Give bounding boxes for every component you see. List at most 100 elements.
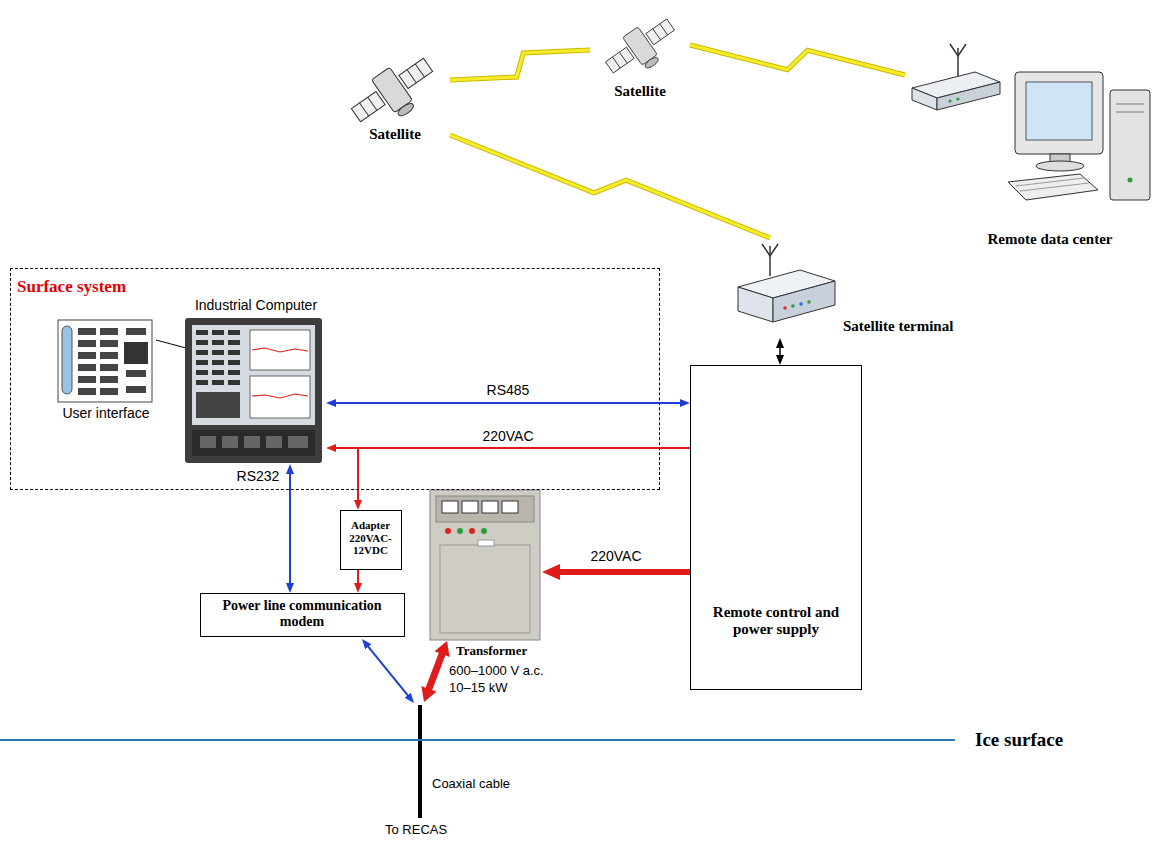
industrial-computer-photo-part: [212, 350, 224, 355]
signal-label: 220VAC: [480, 428, 535, 444]
user-interface-screenshot-part: [100, 376, 118, 383]
modem-box: Power line communication modem: [200, 593, 405, 637]
industrial-computer-photo-part: [196, 392, 240, 418]
node-label: Power line communication modem: [222, 598, 382, 630]
data-center-icon-part: [1020, 183, 1089, 191]
connector: [358, 448, 690, 507]
node-label: Adapter 220VAC-12VDC: [342, 519, 399, 557]
industrial-computer-photo-part: [200, 436, 216, 448]
satellite-terminal-icon: [738, 244, 835, 322]
satellite-icon-part: [407, 70, 416, 83]
data-center-icon-part: [1026, 82, 1092, 140]
user-interface-screenshot-part: [78, 376, 96, 383]
industrial-computer-photo-part: [212, 370, 224, 375]
connector-line: [357, 570, 359, 590]
transformer-photo-part: [436, 496, 534, 522]
node-label: Industrial Computer: [186, 297, 326, 313]
data-center-icon-part: [1110, 90, 1150, 200]
connector: [156, 340, 186, 348]
industrial-computer-photo-part: [252, 394, 308, 398]
transformer-photo-part: [469, 528, 475, 534]
satellite-icon-part: [605, 47, 634, 73]
industrial-computer-photo-part: [252, 348, 308, 352]
signal-label: RS232: [235, 468, 282, 484]
node-label: Remote control and power supply: [696, 604, 856, 639]
lightning-outline: [450, 135, 770, 238]
industrial-computer-photo-part: [192, 430, 315, 456]
industrial-computer-photo-part: [196, 360, 208, 365]
satellite-icon-part: [415, 64, 424, 77]
node-label: Satellite terminal: [843, 318, 978, 335]
satellite-icon-part: [351, 91, 385, 121]
node-label: Transformer: [456, 644, 542, 659]
user-interface-screenshot: [58, 320, 152, 402]
power-cable-arrows-part: [418, 705, 422, 818]
data-center-icon-part: [1015, 72, 1103, 154]
industrial-computer-photo-part: [228, 340, 240, 345]
satellite-terminal-icon-part: [807, 300, 811, 304]
free-label: 600–1000 V a.c.: [449, 664, 544, 679]
free-label: Ice surface: [975, 729, 1063, 751]
satellite-icon-part: [360, 103, 369, 116]
connector-line: [550, 569, 690, 575]
user-interface-screenshot-part: [78, 328, 96, 335]
user-interface-screenshot-part: [78, 388, 96, 395]
lightning-bolt: [450, 135, 770, 238]
user-interface-node: User interface: [56, 319, 156, 423]
free-label: Coaxial cable: [432, 777, 510, 792]
transformer-photo-part: [430, 490, 540, 640]
free-label: 10–15 kW: [449, 681, 508, 696]
node-label: Surface system: [17, 277, 217, 297]
industrial-computer-photo-part: [244, 436, 260, 448]
satellite-icon-part: [653, 29, 661, 40]
terminal-node: Satellite terminal: [733, 238, 978, 338]
satellite-icon-part: [660, 24, 668, 35]
industrial-computer-photo-part: [266, 436, 282, 448]
industrial-computer-photo-part: [196, 340, 208, 345]
satellite-icon-part: [619, 52, 627, 63]
satellite-terminal-icon-part: [762, 244, 778, 256]
user-interface-screenshot-part: [58, 320, 152, 402]
connector: [358, 570, 359, 590]
satellite-icon-part: [612, 57, 620, 68]
transformer-photo-part: [481, 528, 487, 534]
user-interface-screenshot-part: [126, 386, 146, 393]
signal-label: 220VAC: [588, 548, 643, 564]
satellite-node: Satellite: [340, 50, 450, 145]
power-cable-arrows-part: [421, 641, 449, 702]
data-center-icon-part: [957, 48, 959, 80]
adapter-box: Adapter 220VAC-12VDC: [340, 510, 402, 570]
industrial-computer-photo-part: [212, 380, 224, 385]
node-label: Remote data center: [945, 231, 1155, 248]
lightning-bolt: [450, 50, 590, 80]
industrial-computer-photo-part: [212, 340, 224, 345]
lightning-link: [450, 135, 770, 238]
user-interface-screenshot-part: [62, 326, 72, 394]
satellite-icon: [600, 11, 685, 87]
connector-line: [779, 341, 781, 362]
industrial-computer-photo-part: [288, 436, 308, 448]
industrial-computer-photo-part: [185, 318, 322, 463]
user-interface-screenshot-part: [124, 342, 148, 364]
satellite-terminal-icon-part: [769, 246, 771, 276]
satellite-icon-part: [643, 56, 659, 70]
transformer-node: Transformer: [428, 490, 542, 662]
industrial-computer-photo-part: [196, 350, 208, 355]
connector: [550, 572, 690, 573]
power-cable-arrows: [364, 641, 450, 818]
industrial-computer-photo-part: [196, 380, 208, 385]
industrial-computer-photo-part: [222, 436, 238, 448]
data-center-icon-part: [950, 44, 966, 56]
connector-line: [329, 402, 687, 404]
user-interface-screenshot-part: [126, 328, 146, 335]
lightning-outline: [690, 45, 905, 75]
transformer-photo-part: [445, 528, 451, 534]
user-interface-screenshot-part: [100, 340, 118, 347]
transformer-photo-part: [440, 545, 530, 633]
data-center-icon-part: [1036, 161, 1084, 171]
satellite-terminal-icon-part: [738, 287, 773, 322]
satellite-icon-part: [368, 97, 377, 110]
industrial-computer-photo-part: [196, 330, 208, 335]
industrial-computer-photo-part: [250, 330, 310, 370]
